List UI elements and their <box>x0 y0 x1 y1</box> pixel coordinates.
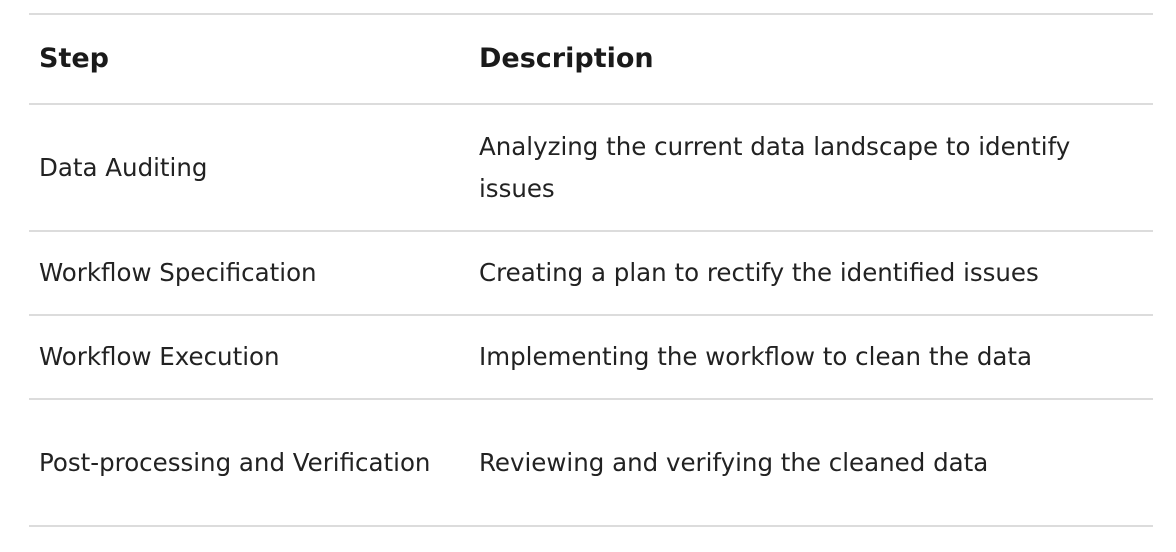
step-cell: Post-processing and Verification <box>29 399 469 527</box>
column-header-description: Description <box>469 14 1153 105</box>
table-body: Data Auditing Analyzing the current data… <box>29 104 1153 527</box>
table-row: Post-processing and Verification Reviewi… <box>29 399 1153 527</box>
description-cell: Analyzing the current data landscape to … <box>469 104 1153 232</box>
step-cell: Workflow Execution <box>29 315 469 400</box>
description-cell: Implementing the workflow to clean the d… <box>469 315 1153 400</box>
steps-table-container: Step Description Data Auditing Analyzing… <box>29 13 1153 527</box>
description-cell: Reviewing and verifying the cleaned data <box>469 399 1153 527</box>
step-cell: Workflow Specification <box>29 231 469 316</box>
description-cell: Creating a plan to rectify the identifie… <box>469 231 1153 316</box>
table-row: Workflow Specification Creating a plan t… <box>29 231 1153 316</box>
step-cell: Data Auditing <box>29 104 469 232</box>
table-row: Workflow Execution Implementing the work… <box>29 315 1153 400</box>
table-header: Step Description <box>29 14 1153 105</box>
column-header-step: Step <box>29 14 469 105</box>
header-row: Step Description <box>29 14 1153 105</box>
table-row: Data Auditing Analyzing the current data… <box>29 104 1153 232</box>
steps-table: Step Description Data Auditing Analyzing… <box>29 13 1153 527</box>
